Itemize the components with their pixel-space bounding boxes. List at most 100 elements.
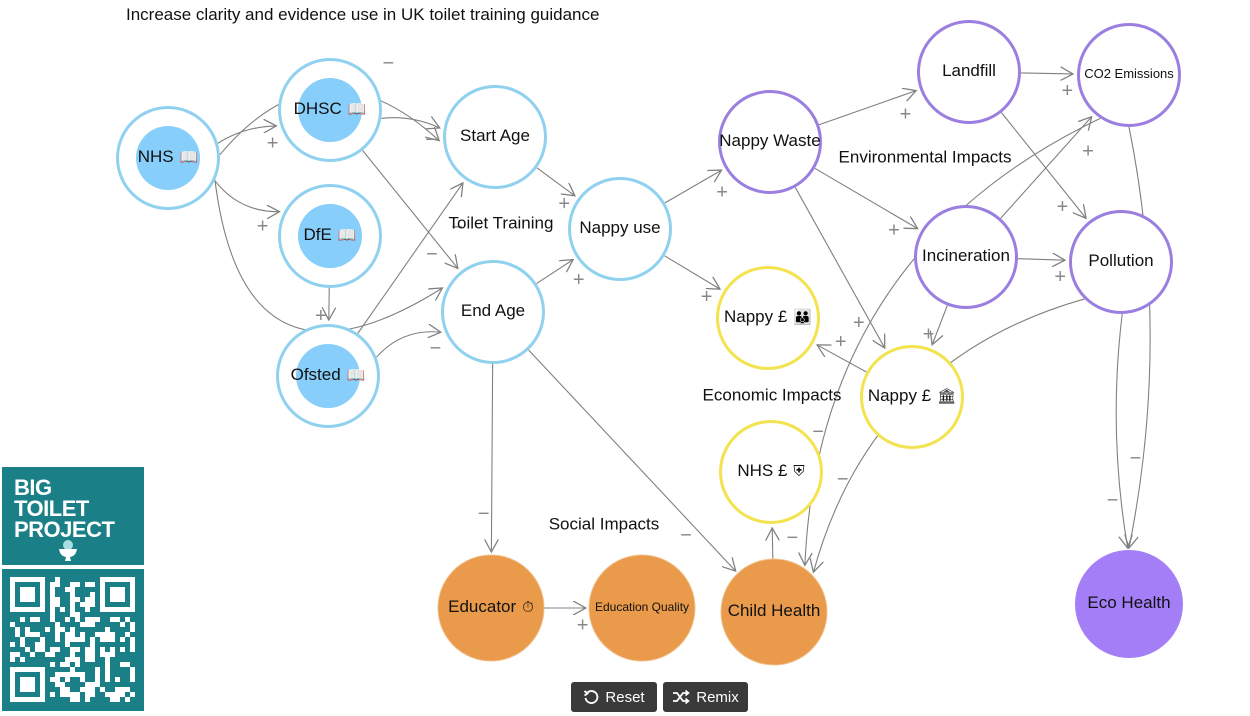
edge-sign: + [257, 215, 269, 237]
node-label-text: Education Quality [595, 600, 689, 614]
edge-sign: + [853, 312, 865, 334]
node-eco-health[interactable]: Eco Health [1075, 550, 1183, 658]
edge-sign: + [1057, 196, 1069, 218]
edge-sign: + [558, 193, 570, 215]
edge-nappy-use-to-nappy-waste [665, 170, 722, 203]
edge-start-age-to-nappy-use [537, 168, 575, 196]
node-label: DHSC📖 [294, 99, 367, 118]
edge-sign: − [1130, 448, 1142, 470]
node-pollution[interactable]: Pollution [1071, 212, 1172, 313]
node-label: Nappy Waste [719, 131, 820, 150]
node-label: Nappy £👪 [724, 307, 812, 326]
node-label-text: NHS £ [737, 461, 788, 480]
node-start-age[interactable]: Start Age [445, 87, 546, 188]
node-label-text: Nappy £ [868, 386, 932, 405]
logo-line: BIG [14, 477, 114, 498]
edge-sign: + [1054, 266, 1066, 288]
book-icon: 📖 [347, 367, 366, 384]
group-label-economic-impacts: Economic Impacts [703, 385, 842, 404]
qr-code[interactable] [2, 569, 144, 711]
node-label-text: End Age [461, 301, 525, 320]
node-label-text: Nappy £ [724, 307, 788, 326]
node-label: Nappy use [579, 218, 660, 237]
node-label-text: DfE [303, 225, 331, 244]
book-icon: 📖 [348, 101, 367, 118]
edge-sign: + [900, 104, 912, 126]
shuffle-icon [672, 689, 690, 705]
logo-line: PROJECT [14, 519, 114, 540]
node-nappy-cost-family[interactable]: Nappy £👪 [718, 268, 819, 369]
edge-nappy-use-to-nappy-cost-family [665, 256, 720, 289]
edge-dhsc-to-start-age [381, 118, 439, 128]
edge-sign: − [837, 468, 849, 490]
edge-incineration-to-nappy-cost-council [932, 306, 947, 345]
node-label: End Age [461, 301, 525, 320]
node-incineration[interactable]: Incineration [916, 207, 1017, 308]
edge-sign: − [478, 503, 490, 525]
node-label-text: Eco Health [1087, 593, 1170, 612]
edge-sign: − [812, 421, 824, 443]
edge-end-age-to-nappy-use [537, 260, 574, 284]
edge-sign: + [577, 614, 589, 636]
node-label: NHS📖 [138, 147, 199, 166]
book-icon: 📖 [338, 227, 357, 244]
remix-button[interactable]: Remix [663, 682, 748, 712]
government-building-icon: 🏛 [937, 388, 956, 405]
node-label-text: Incineration [922, 246, 1010, 265]
node-label-text: CO2 Emissions [1084, 66, 1174, 81]
edge-sign: + [1082, 141, 1094, 163]
edge-pollution-to-child-health [813, 299, 1084, 572]
group-label-toilet-training: Toilet Training [449, 213, 554, 232]
node-label: DfE 📖 [303, 225, 356, 244]
node-label: Child Health [728, 601, 821, 620]
node-label: NHS £⛨ [737, 461, 804, 480]
node-label-text: Nappy use [579, 218, 660, 237]
node-education-quality[interactable]: Education Quality [589, 555, 695, 661]
node-nhs-cost[interactable]: NHS £⛨ [721, 422, 822, 523]
edge-sign: + [923, 323, 935, 345]
edge-child-health-to-nhs-cost [772, 528, 773, 560]
edge-nhs-to-dfe [215, 181, 280, 212]
edge-landfill-to-co2 [1021, 73, 1073, 74]
edge-sign: − [383, 53, 395, 75]
big-toilet-project-logo: BIG TOILET PROJECT [2, 467, 144, 565]
edge-sign: − [426, 244, 438, 266]
edge-sign: + [267, 133, 279, 155]
node-label-text: Nappy Waste [719, 131, 820, 150]
node-label-text: Pollution [1088, 251, 1153, 270]
node-end-age[interactable]: End Age [443, 262, 544, 363]
node-label: Nappy £ 🏛 [868, 386, 956, 405]
node-educator[interactable]: Educator⏱ [438, 555, 544, 661]
node-label: Education Quality [595, 600, 689, 614]
edge-sign: − [1107, 489, 1119, 511]
edge-co2-to-eco-health [1129, 127, 1150, 548]
stopwatch-icon: ⏱ [522, 599, 534, 616]
reset-icon [583, 689, 599, 705]
reset-button[interactable]: Reset [571, 682, 657, 712]
node-landfill[interactable]: Landfill [919, 22, 1020, 123]
edge-end-age-to-child-health [529, 350, 736, 571]
node-label-text: Start Age [460, 126, 530, 145]
node-co2[interactable]: CO2 Emissions [1079, 25, 1180, 126]
node-dfe[interactable]: DfE 📖 [280, 186, 381, 287]
toilet-icon [57, 540, 79, 562]
group-label-environmental-impacts: Environmental Impacts [839, 147, 1012, 166]
edge-pollution-to-eco-health [1116, 314, 1128, 548]
edge-sign: + [315, 305, 327, 327]
edge-sign: + [835, 331, 847, 353]
node-nappy-cost-council[interactable]: Nappy £ 🏛 [862, 347, 963, 448]
node-nhs[interactable]: NHS📖 [118, 108, 219, 209]
node-nappy-waste[interactable]: Nappy Waste [719, 92, 820, 193]
node-label: Landfill [942, 61, 996, 80]
node-label: Incineration [922, 246, 1010, 265]
node-ofsted[interactable]: Ofsted 📖 [278, 326, 379, 427]
edge-co2-to-child-health [805, 118, 1100, 565]
node-label: Pollution [1088, 251, 1153, 270]
node-label-text: Ofsted [291, 365, 341, 384]
node-child-health[interactable]: Child Health [721, 559, 827, 665]
node-nappy-use[interactable]: Nappy use [570, 179, 671, 280]
edge-sign: − [680, 524, 692, 546]
node-dhsc[interactable]: DHSC📖 [280, 60, 381, 161]
